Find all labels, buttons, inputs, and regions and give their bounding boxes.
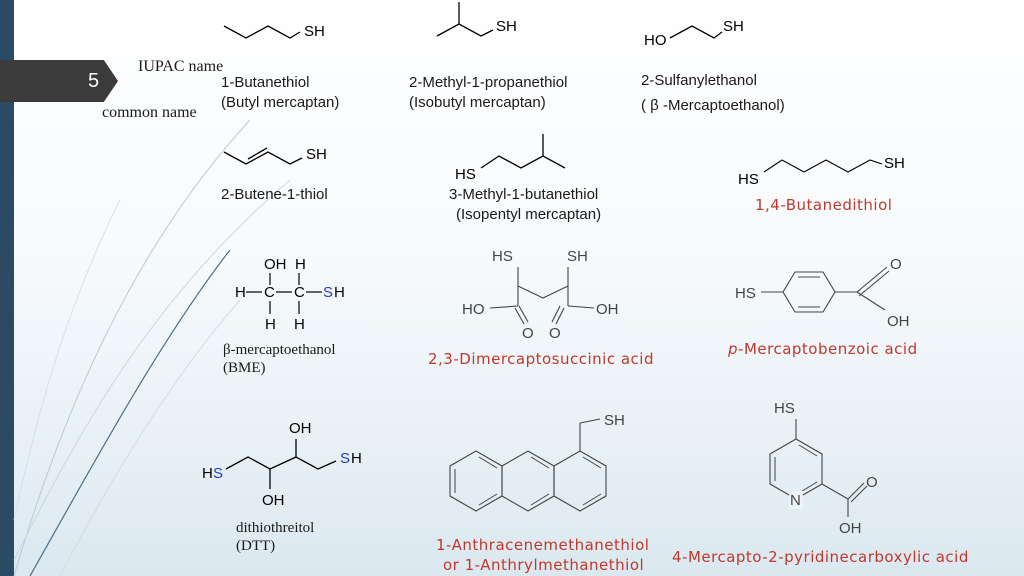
svg-text:H: H	[351, 450, 362, 467]
butanedithiol-name: 1,4-Butanedithiol	[755, 196, 893, 214]
svg-text:OH: OH	[289, 420, 312, 437]
svg-text:HO: HO	[462, 301, 485, 318]
dtt-structure: OH H S S H OH	[202, 420, 362, 509]
butenethiol-iupac: 2-Butene-1-thiol	[221, 186, 328, 203]
svg-text:O: O	[890, 256, 902, 273]
sh-label: SH	[306, 146, 327, 163]
svg-text:H: H	[334, 284, 345, 301]
svg-text:OH: OH	[264, 256, 287, 273]
svg-text:H: H	[294, 316, 305, 333]
dmsa-name: 2,3-Dimercaptosuccinic acid	[428, 350, 654, 368]
svg-text:N: N	[790, 492, 801, 509]
methylbutanethiol-structure: HS	[455, 134, 566, 183]
anthrylmethanethiol-name: or 1-Anthrylmethanethiol	[443, 556, 645, 574]
svg-text:OH: OH	[262, 492, 285, 509]
left-accent-bar	[0, 0, 14, 576]
bme-structure: OH H H C C S H H H	[235, 256, 345, 333]
bme-name: β-mercaptoethanol	[223, 342, 336, 358]
bme-abbr: (BME)	[223, 360, 266, 376]
sh-label: SH	[304, 23, 325, 40]
anthracenemethanethiol-structure: SH	[449, 412, 625, 512]
svg-text:H: H	[235, 284, 246, 301]
svg-text:S: S	[323, 284, 333, 301]
mercaptopyridine-structure: HS N O OH	[769, 400, 878, 537]
hs-label: HS	[455, 166, 476, 183]
butanethiol-common: (Butyl mercaptan)	[221, 94, 340, 111]
methylpropanethiol-common: (Isobutyl mercaptan)	[409, 94, 546, 111]
svg-text:HS: HS	[774, 400, 795, 417]
butanethiol-structure: SH	[223, 23, 325, 40]
svg-text:HS: HS	[492, 248, 513, 265]
mercaptobenzoic-structure: HS O OH	[735, 256, 910, 330]
mercaptobenzoic-name: p-Mercaptobenzoic acid	[728, 340, 918, 358]
para-prefix: p	[728, 340, 739, 358]
svg-text:HS: HS	[735, 285, 756, 302]
dtt-abbr: (DTT)	[236, 538, 276, 554]
anthracenemethanethiol-name: 1-Anthracenemethanethiol	[436, 536, 650, 554]
sh-label: SH	[884, 155, 905, 172]
svg-text:S: S	[213, 465, 223, 482]
methylpropanethiol-iupac: 2-Methyl-1-propanethiol	[409, 74, 568, 91]
svg-text:OH: OH	[596, 301, 619, 318]
svg-text:O: O	[549, 325, 561, 342]
decorative-lines	[13, 119, 291, 576]
svg-text:O: O	[866, 474, 878, 491]
svg-text:H: H	[265, 316, 276, 333]
svg-text:OH: OH	[887, 313, 910, 330]
methylpropanethiol-structure: SH	[436, 2, 517, 37]
ho-label: HO	[644, 32, 667, 49]
legend-common-label: common name	[102, 104, 197, 121]
sulfanylethanol-iupac: 2-Sulfanylethanol	[641, 72, 757, 89]
svg-text:SH: SH	[567, 248, 588, 265]
butanedithiol-structure: HS SH	[738, 155, 905, 188]
sh-label: SH	[723, 18, 744, 35]
butanethiol-iupac: 1-Butanethiol	[221, 74, 310, 91]
methylbutanethiol-common: (Isopentyl mercaptan)	[456, 206, 602, 223]
sulfanylethanol-common: ( β -Mercaptoethanol)	[641, 97, 785, 114]
slide-number-badge	[0, 60, 118, 102]
svg-text:H: H	[202, 465, 213, 482]
sh-label: SH	[496, 18, 517, 35]
svg-text:C: C	[294, 284, 305, 301]
svg-text:OH: OH	[839, 520, 862, 537]
svg-text:C: C	[264, 284, 275, 301]
hs-label: HS	[738, 171, 759, 188]
mercaptopyridine-name: 4-Mercapto-2-pyridinecarboxylic acid	[672, 548, 969, 566]
svg-text:S: S	[340, 450, 350, 467]
dmsa-structure: HS SH HO OH O O	[462, 248, 619, 342]
legend-iupac-label: IUPAC name	[138, 58, 224, 75]
sulfanylethanol-structure: HO SH	[644, 18, 744, 49]
methylbutanethiol-iupac: 3-Methyl-1-butanethiol	[449, 186, 599, 203]
svg-text:H: H	[295, 256, 306, 273]
dtt-name: dithiothreitol	[236, 520, 315, 536]
slide-number: 5	[88, 70, 100, 92]
butenethiol-structure: SH	[223, 146, 327, 165]
svg-text:SH: SH	[604, 412, 625, 429]
svg-text:O: O	[522, 325, 534, 342]
